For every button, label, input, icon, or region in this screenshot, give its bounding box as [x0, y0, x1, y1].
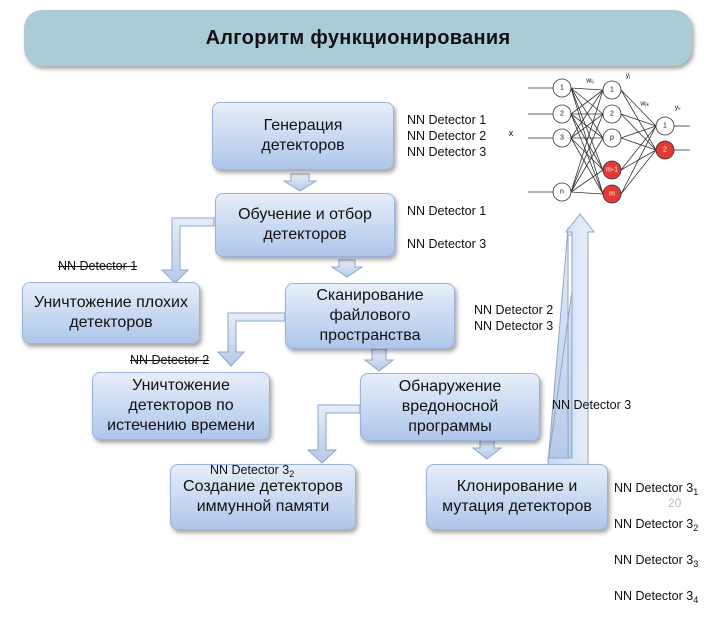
connection-input-hidden — [570, 169, 604, 193]
nn-output-node — [655, 116, 675, 136]
label-detect-3: NN Detector 3 — [552, 398, 632, 412]
title-bar: Алгоритм функционирования — [24, 10, 692, 66]
nn-input-node — [552, 78, 572, 98]
connection-input-hidden — [570, 89, 604, 115]
label-train-3: NN Detector 3 — [407, 237, 487, 251]
connection-input-hidden — [570, 87, 604, 115]
nn-input-node-label: 2 — [560, 111, 564, 118]
box-scanning: Сканирование файлового пространства — [285, 283, 455, 349]
arrow-train-to-destroy-bad — [160, 217, 215, 284]
arrow-train-to-scan — [330, 259, 364, 278]
connection-hidden-output — [620, 113, 657, 127]
arrow-detect-to-memory — [306, 404, 361, 464]
label-memory: NN Detector 32 — [210, 463, 295, 479]
nn-y-label-2: yₖ — [675, 105, 682, 112]
connection-hidden-output — [620, 125, 657, 139]
nn-output-node — [655, 140, 675, 160]
nn-output-node-label: 2 — [663, 147, 667, 154]
nn-hidden-node-label: m-1 — [606, 167, 618, 174]
box-cloning: Клонирование и мутация детекторов — [426, 464, 608, 530]
connection-input-hidden — [570, 191, 604, 195]
box-immune-memory: Создание детекторов иммунной памяти — [170, 464, 356, 530]
neural-network-diagram: 1 2 3 n 1 2 p m-1 m 1 2 x wᵢⱼ wⱼₖ yⱼ yₖ — [509, 73, 690, 204]
nn-hidden-node-label: p — [610, 135, 614, 142]
nn-input-node-label: n — [560, 189, 564, 196]
box-training: Обучение и отбор детекторов — [215, 193, 395, 257]
box-destroy-bad: Уничтожение плохих детекторов — [22, 282, 200, 344]
connection-input-hidden — [570, 87, 604, 171]
connection-input-hidden — [570, 89, 604, 139]
connection-input-hidden — [570, 113, 604, 139]
nn-hidden-node — [602, 80, 622, 100]
clone-item: NN Detector 33 — [614, 553, 699, 569]
nn-input-node — [552, 128, 572, 148]
label-left-2: NN Detector 2 — [130, 353, 210, 367]
page-number: 20 — [668, 496, 682, 510]
arrow-scan-to-detect — [363, 348, 395, 372]
nn-hidden-node-label: 1 — [610, 87, 614, 94]
page-title: Алгоритм функционирования — [205, 26, 511, 49]
nn-hidden-node — [602, 160, 622, 180]
nn-w-label-2: wⱼₖ — [639, 101, 649, 108]
nn-input-node — [552, 182, 572, 202]
connection-input-hidden — [570, 137, 604, 195]
nn-hidden-node — [602, 104, 622, 124]
connection-hidden-output — [620, 125, 657, 195]
connection-input-hidden — [570, 89, 604, 193]
nn-w-label-1: wᵢⱼ — [585, 78, 593, 85]
label-scan-list: NN Detector 2 NN Detector 3 — [474, 303, 554, 333]
nn-x-label: x — [509, 128, 514, 138]
nn-hidden-node — [602, 184, 622, 204]
arrow-scan-to-destroy-expired — [216, 312, 286, 367]
connection-hidden-output — [620, 137, 657, 151]
connection-hidden-output — [620, 89, 657, 127]
nn-hidden-node-label: m — [609, 191, 615, 198]
nn-y-label-1: yⱼ — [626, 73, 631, 80]
connection-hidden-output — [620, 149, 657, 195]
label-train-1: NN Detector 1 — [407, 204, 487, 218]
nn-input-node — [552, 104, 572, 124]
clone-item: NN Detector 34 — [614, 589, 699, 605]
nn-input-node-label: 1 — [560, 85, 564, 92]
nn-hidden-node — [602, 128, 622, 148]
connection-hidden-output — [620, 125, 657, 171]
label-gen-list: NN Detector 1 NN Detector 2 NN Detector … — [407, 113, 487, 159]
connection-input-hidden — [570, 113, 604, 193]
nn-input-node-label: 3 — [560, 135, 564, 142]
box-detection: Обнаружение вредоносной программы — [360, 373, 540, 441]
connection-input-hidden — [570, 87, 604, 91]
clone-item: NN Detector 32 — [614, 517, 699, 533]
connection-input-hidden — [570, 137, 604, 193]
label-clone-list: NN Detector 31 NN Detector 32 NN Detecto… — [614, 464, 698, 624]
nn-output-node-label: 1 — [663, 123, 667, 130]
box-generation: Генерация детекторов — [212, 102, 394, 170]
connection-input-hidden — [570, 87, 604, 139]
clone-item: NN Detector 31 — [614, 481, 699, 497]
arrow-gen-to-train — [282, 173, 318, 192]
box-destroy-expired: Уничтожение детекторов по истечению врем… — [92, 372, 270, 440]
nn-hidden-node-label: 2 — [610, 111, 614, 118]
label-left-1: NN Detector 1 — [58, 259, 138, 273]
